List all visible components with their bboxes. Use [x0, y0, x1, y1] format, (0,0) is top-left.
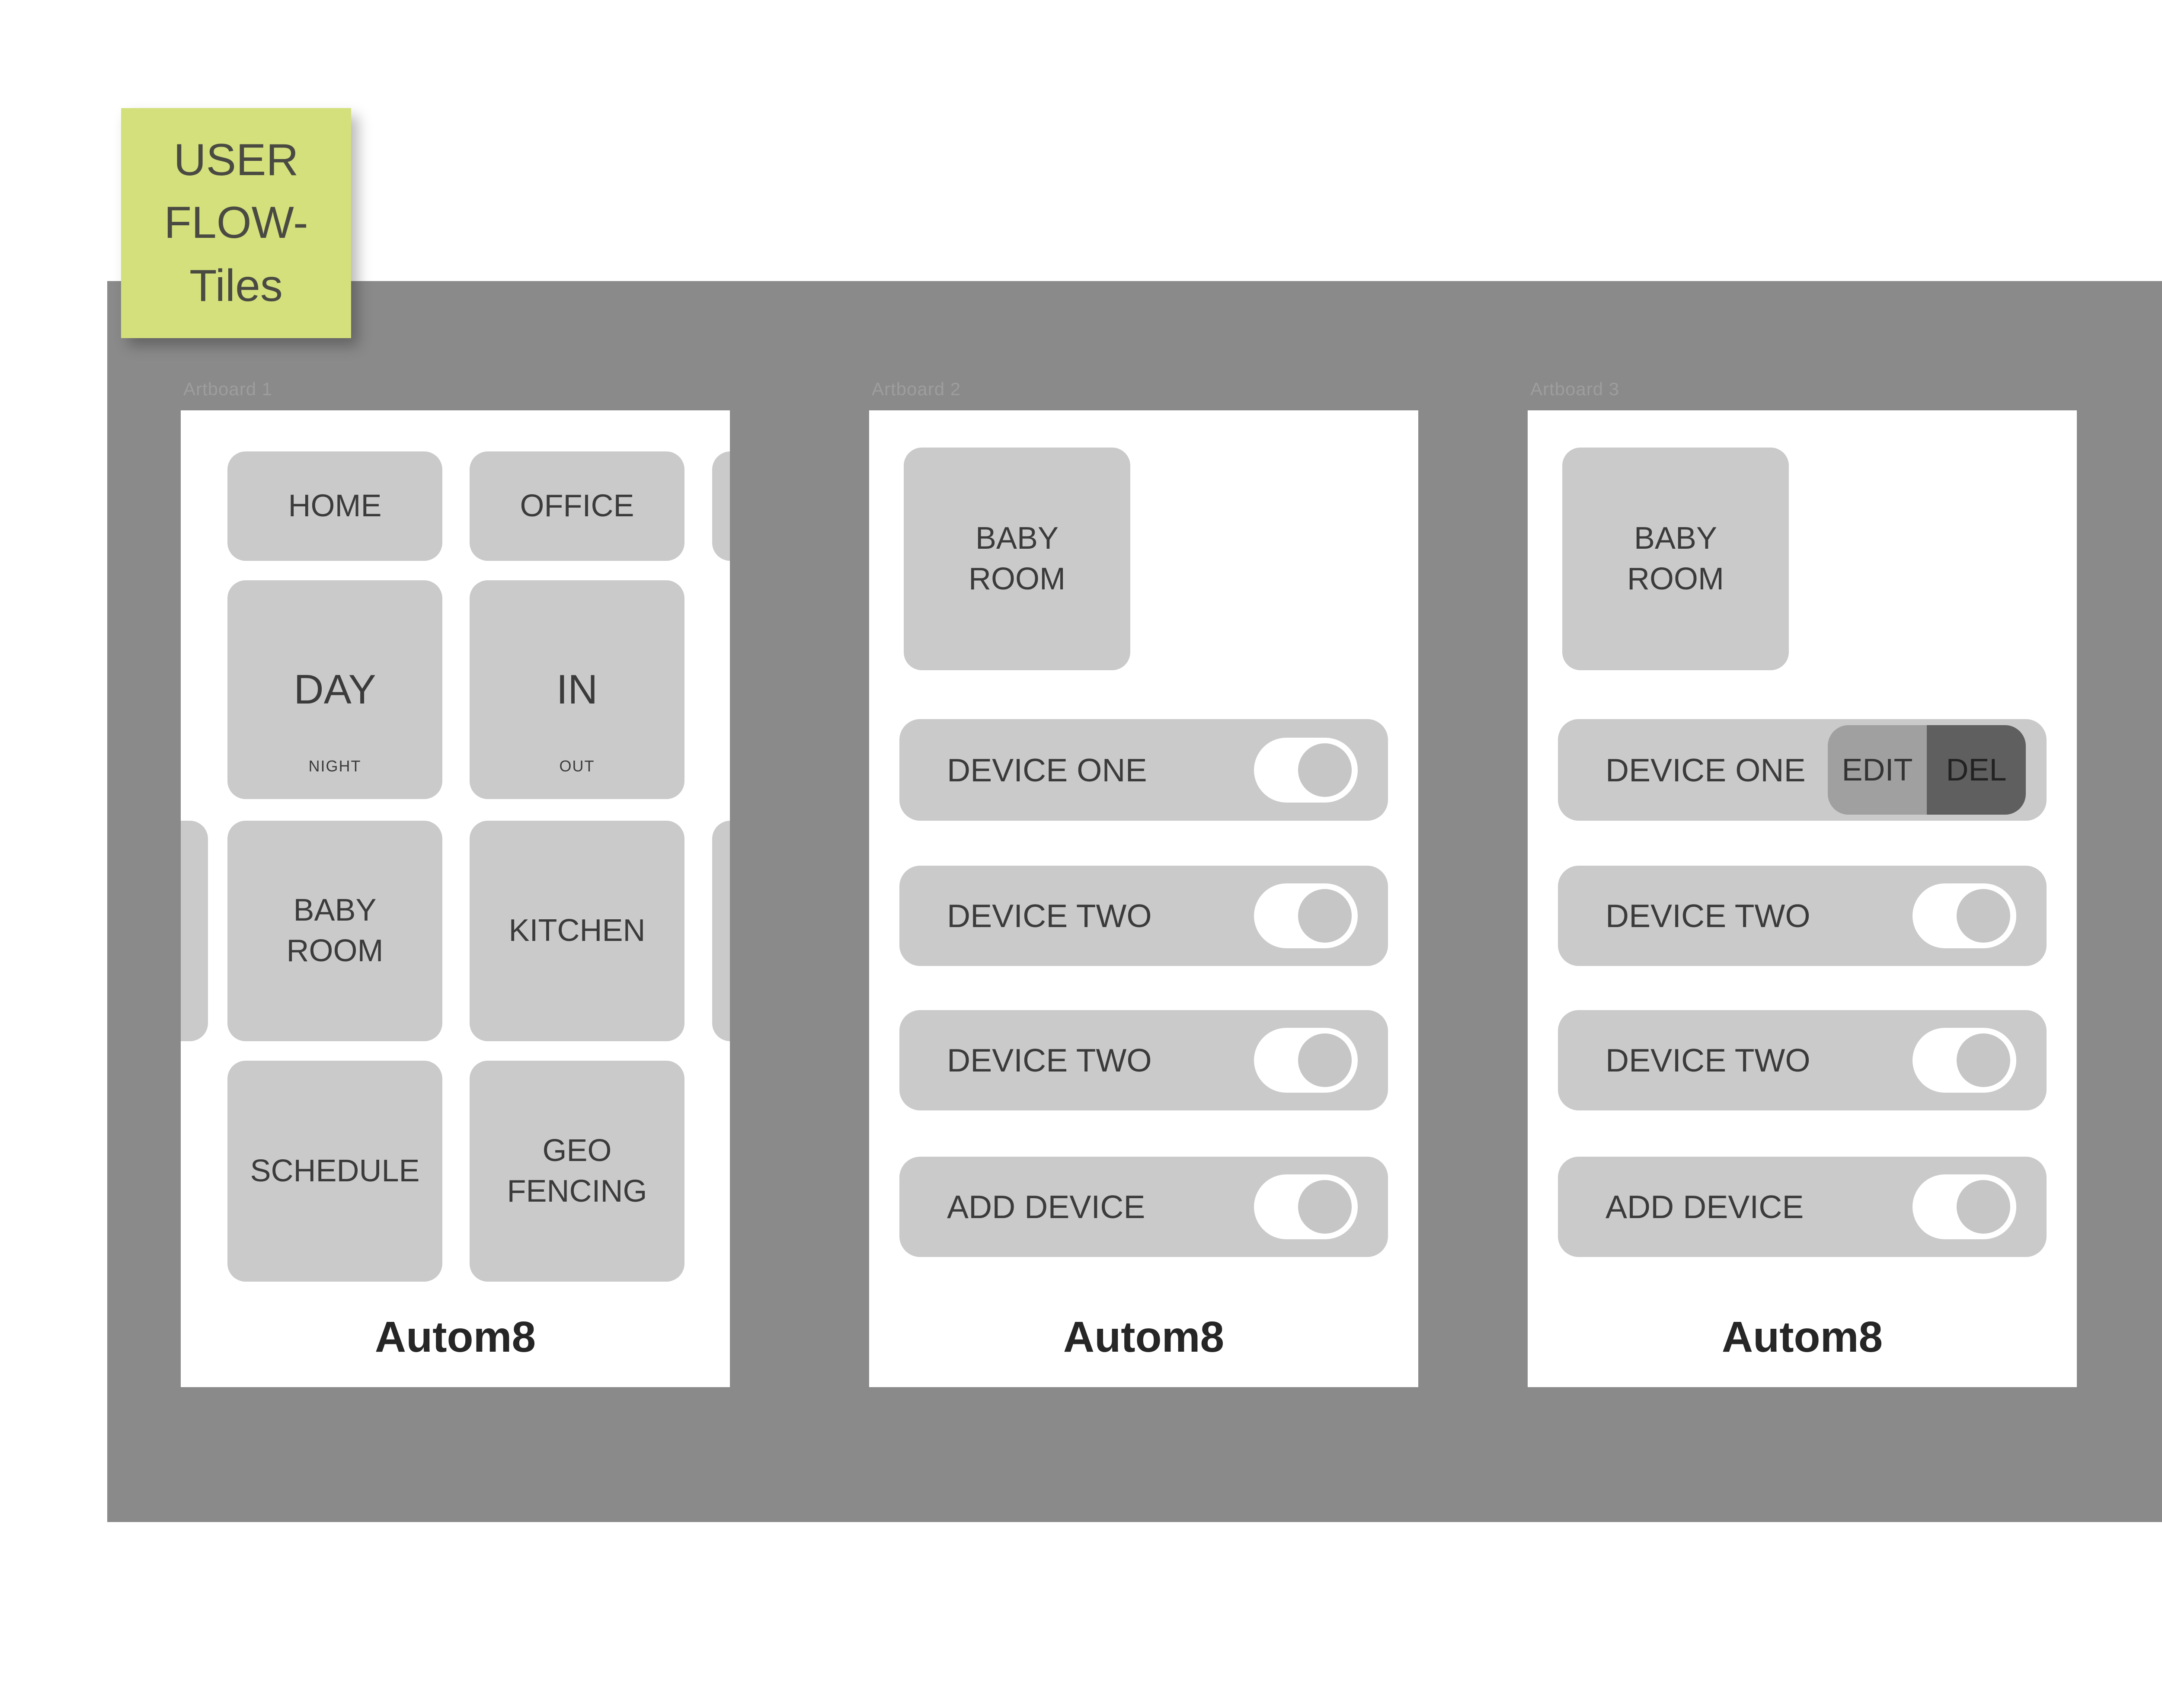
- edit-delete-group: EDIT DEL: [1828, 725, 2026, 815]
- tile-geo-fencing[interactable]: GEO FENCING: [470, 1061, 684, 1282]
- tile-label: GEO FENCING: [507, 1133, 647, 1209]
- artboard-label-2: Artboard 2: [872, 379, 961, 399]
- tile-baby-room[interactable]: BABY ROOM: [904, 448, 1130, 670]
- toggle-switch[interactable]: [1254, 737, 1358, 803]
- partial-tile: [712, 451, 730, 561]
- tile-label: HOME: [288, 488, 382, 523]
- tile-home[interactable]: HOME: [227, 451, 442, 561]
- toggle-switch[interactable]: [1913, 1028, 2016, 1093]
- device-row-device-two[interactable]: DEVICE TWO: [1558, 866, 2047, 966]
- sticky-note-line: USER: [173, 134, 299, 185]
- tile-baby-room[interactable]: BABY ROOM: [1562, 448, 1789, 670]
- add-device-row[interactable]: ADD DEVICE: [899, 1157, 1388, 1257]
- artboard-panel-2: BABY ROOM DEVICE ONE DEVICE TWO DEVICE T…: [869, 410, 1418, 1387]
- toggle-knob: [1298, 1180, 1352, 1234]
- sticky-note: USER FLOW- Tiles: [121, 108, 351, 338]
- tile-label: BABY ROOM: [1627, 521, 1724, 596]
- device-row-label: DEVICE ONE: [1606, 752, 1806, 788]
- device-row-device-two[interactable]: DEVICE TWO: [1558, 1010, 2047, 1110]
- tile-office[interactable]: OFFICE: [470, 451, 684, 561]
- device-row-device-one[interactable]: DEVICE ONE EDIT DEL: [1558, 719, 2047, 821]
- tile-baby-room[interactable]: BABY ROOM: [227, 821, 442, 1041]
- tile-sub-label: OUT: [559, 757, 595, 775]
- toggle-switch[interactable]: [1254, 1174, 1358, 1239]
- toggle-switch[interactable]: [1913, 883, 2016, 948]
- sticky-note-line: FLOW-: [164, 198, 308, 248]
- device-row-label: DEVICE TWO: [947, 1042, 1152, 1078]
- device-row-device-two[interactable]: DEVICE TWO: [899, 1010, 1388, 1110]
- tile-in-out[interactable]: IN OUT: [470, 580, 684, 799]
- tile-label: BABY ROOM: [969, 521, 1065, 596]
- tile-label: BABY ROOM: [286, 893, 384, 968]
- toggle-knob: [1957, 889, 2010, 943]
- toggle-knob: [1957, 1180, 2010, 1234]
- partial-tile: [712, 821, 730, 1041]
- toggle-knob: [1957, 1033, 2010, 1087]
- toggle-switch[interactable]: [1254, 883, 1358, 948]
- toggle-knob: [1298, 743, 1352, 797]
- device-row-label: DEVICE TWO: [1606, 898, 1810, 934]
- device-row-device-one[interactable]: DEVICE ONE: [899, 719, 1388, 821]
- device-row-label: DEVICE TWO: [1606, 1042, 1810, 1078]
- artboard-panel-1: HOME OFFICE DAY NIGHT IN OUT BABY ROOM K…: [181, 410, 730, 1387]
- toggle-knob: [1298, 1033, 1352, 1087]
- tile-label: KITCHEN: [509, 913, 646, 948]
- tile-label: DAY: [294, 666, 376, 713]
- device-row-label: ADD DEVICE: [947, 1189, 1145, 1225]
- brand-logo: Autom8: [374, 1313, 536, 1361]
- delete-button[interactable]: DEL: [1927, 725, 2026, 815]
- sticky-note-line: Tiles: [189, 260, 283, 311]
- edit-button[interactable]: EDIT: [1828, 725, 1927, 815]
- toggle-switch[interactable]: [1254, 1028, 1358, 1093]
- toggle-knob: [1298, 889, 1352, 943]
- tile-label: IN: [556, 666, 598, 713]
- brand-logo: Autom8: [1063, 1313, 1225, 1361]
- tile-sub-label: NIGHT: [308, 757, 361, 775]
- partial-tile: [181, 821, 208, 1041]
- artboard-label-3: Artboard 3: [1530, 379, 1620, 399]
- tile-kitchen[interactable]: KITCHEN: [470, 821, 684, 1041]
- tile-label: SCHEDULE: [250, 1153, 420, 1188]
- device-row-label: ADD DEVICE: [1606, 1189, 1804, 1225]
- add-device-row[interactable]: ADD DEVICE: [1558, 1157, 2047, 1257]
- artboard-label-1: Artboard 1: [183, 379, 273, 399]
- brand-logo: Autom8: [1721, 1313, 1883, 1361]
- device-row-label: DEVICE ONE: [947, 752, 1147, 788]
- tile-schedule[interactable]: SCHEDULE: [227, 1061, 442, 1282]
- device-row-label: DEVICE TWO: [947, 898, 1152, 934]
- device-row-device-two[interactable]: DEVICE TWO: [899, 866, 1388, 966]
- tile-day-night[interactable]: DAY NIGHT: [227, 580, 442, 799]
- tile-label: OFFICE: [520, 488, 634, 523]
- artboard-panel-3: BABY ROOM DEVICE ONE EDIT DEL DEVICE TWO…: [1528, 410, 2077, 1387]
- toggle-switch[interactable]: [1913, 1174, 2016, 1239]
